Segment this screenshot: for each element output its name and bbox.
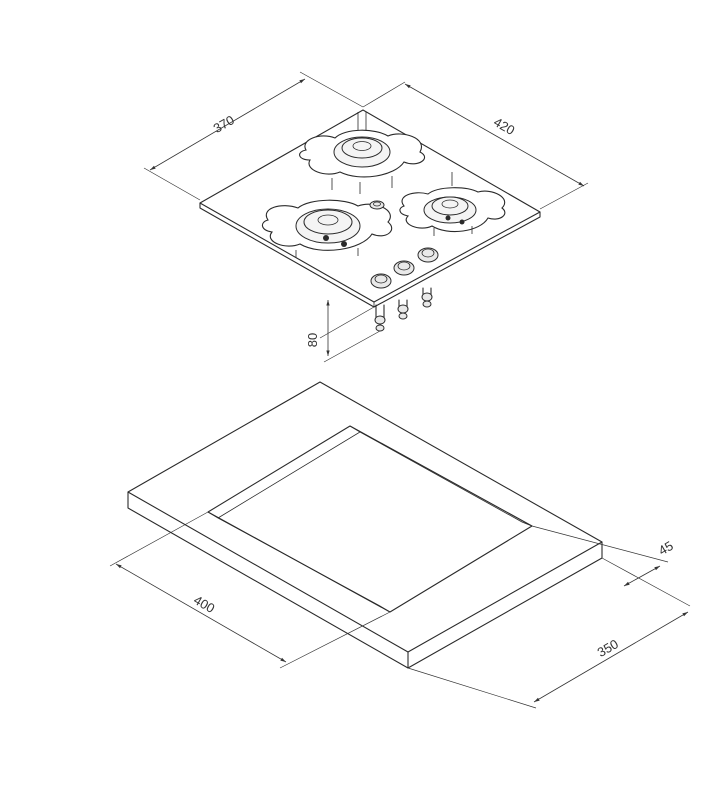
label-cutout-offset: 45 xyxy=(656,538,676,558)
cutout-opening xyxy=(207,425,533,613)
burner-front-left xyxy=(261,199,393,258)
burner-right xyxy=(399,172,506,236)
knob-1 xyxy=(370,273,392,289)
control-knobs xyxy=(370,247,439,289)
label-hob-width: 420 xyxy=(491,114,517,138)
hob xyxy=(199,109,541,332)
knob-2 xyxy=(393,260,415,276)
label-cutout-depth: 350 xyxy=(595,636,621,660)
dimension-cutout-offset: 45 xyxy=(531,525,676,587)
gas-valves xyxy=(374,287,433,332)
knob-3 xyxy=(417,247,439,263)
countertop-edges xyxy=(127,491,603,669)
ignition-button xyxy=(369,200,385,210)
burner-rear xyxy=(299,112,426,194)
dimension-cutout-depth: 350 xyxy=(407,557,691,709)
label-hob-height: 80 xyxy=(305,333,320,347)
dimension-hob-height: 80 xyxy=(305,300,381,363)
label-cutout-width: 400 xyxy=(191,592,217,616)
